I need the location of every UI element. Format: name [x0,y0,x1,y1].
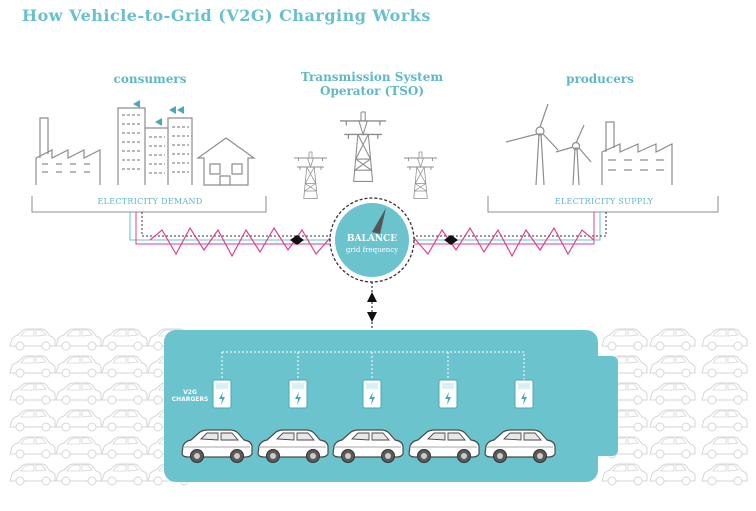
charger-bus-lines [221,351,525,380]
background-car-icon [649,355,696,378]
v2g-chargers-label: V2G CHARGERS [170,389,210,403]
balance-label: BALANCE [346,234,398,244]
tso-label-line1: Transmission System [300,70,444,84]
house-icon [196,137,256,186]
ev-charger-icon [362,379,382,409]
page-title: How Vehicle-to-Grid (V2G) Charging Works [22,6,431,25]
background-car-icon [101,436,148,459]
wind-turbine-icon [505,103,592,186]
background-car-icon [55,382,102,405]
electricity-supply-label: ELECTRICITY SUPPLY [554,197,654,206]
flow-arrows [290,235,458,245]
flag-icons [133,100,184,126]
tso-label: Transmission System Operator (TSO) [282,70,462,98]
ev-charger-icon [288,379,308,409]
ev-charger-icon [514,379,534,409]
factory-icon [35,117,101,185]
background-car-icon [9,436,56,459]
background-car-icon [101,328,148,351]
background-car-icon [601,463,648,486]
gauge-needle-icon [372,208,386,234]
office-building-icon [117,107,193,185]
background-car-icon [701,382,748,405]
background-car-icon [55,463,102,486]
background-car-icon [9,382,56,405]
background-car-icon [101,382,148,405]
ev-charger-icon [438,379,458,409]
v2g-label-line2: CHARGERS [171,396,209,403]
background-car-icon [649,436,696,459]
producers-label: producers [566,72,634,86]
background-car-icon [701,463,748,486]
balance-gauge [329,197,415,283]
supply-frequency-zigzag [413,226,595,258]
background-car-icon [9,355,56,378]
v2g-label-line1: V2G [183,389,197,396]
consumers-label: consumers [113,72,187,86]
electricity-demand-label: ELECTRICITY DEMAND [97,197,203,206]
background-car-icon [55,328,102,351]
background-car-icon [101,355,148,378]
supply-connectors [414,212,607,245]
background-car-icon [649,409,696,432]
producers-bracket [487,196,719,213]
background-car-icon [649,463,696,486]
background-car-icon [55,409,102,432]
balance-to-fleet-link [367,282,377,330]
background-car-icon [9,328,56,351]
background-car-icon [55,355,102,378]
background-car-icon [55,436,102,459]
tso-label-line2: Operator (TSO) [319,84,425,98]
background-car-icon [701,409,748,432]
background-car-icon [101,409,148,432]
power-pylon-icon [293,111,438,199]
background-car-icon [9,463,56,486]
background-car-icon [101,463,148,486]
demand-frequency-zigzag [149,226,331,258]
background-car-icon [701,436,748,459]
grid-frequency-label: grid frequency [345,246,399,254]
background-car-icon [601,328,648,351]
background-car-icon [701,355,748,378]
background-car-icon [649,328,696,351]
ev-charger-icon [212,379,232,409]
consumers-bracket [31,196,267,213]
background-car-icon [649,382,696,405]
factory-icon [601,121,673,185]
background-car-icon [9,409,56,432]
background-car-icon [701,328,748,351]
